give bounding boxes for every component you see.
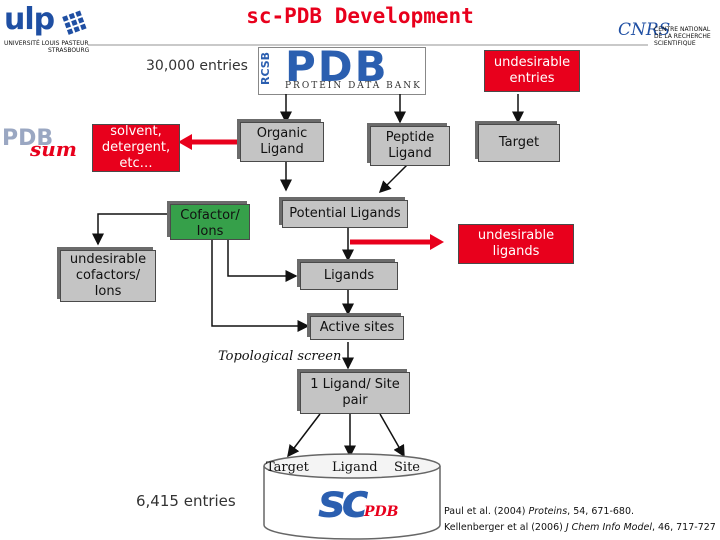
reference-2-rest: , 46, 717-727 — [651, 522, 716, 533]
reference-1-authors: Paul et al. (2004) — [444, 506, 529, 517]
peptide-ligand-box: Peptide Ligand — [370, 126, 450, 166]
cofactor-to-active-sites-line — [211, 240, 310, 332]
scpdb-logo-pdb: PDB — [364, 504, 399, 520]
solvent-box: solvent, detergent, etc… — [92, 124, 180, 172]
db-ligand-label: Ligand — [332, 460, 378, 475]
pdb-logo: RCSB PDB PROTEIN DATA BANK — [258, 42, 426, 95]
cnrs-logo: CNRS CENTRE NATIONAL DE LA RECHERCHE SCI… — [618, 18, 718, 58]
reference-1-rest: , 54, 671-680. — [567, 506, 635, 517]
db-site-label: Site — [394, 460, 420, 475]
pair-to-target-line — [287, 413, 321, 458]
pair-to-site-line — [379, 413, 405, 458]
undesirable-entries-box: undesirable entries — [484, 50, 580, 92]
ulp-logo-grid-icon — [62, 10, 87, 35]
db-target-label: Target — [266, 460, 309, 475]
reference-2-journal: J Chem Info Model — [565, 522, 652, 533]
undesirable-cofactors-box: undesirable cofactors/ Ions — [60, 250, 156, 302]
ulp-logo-line2: STRASBOURG — [48, 47, 90, 54]
ligand-site-pair-box: 1 Ligand/ Site pair — [300, 372, 410, 414]
reference-2-authors: Kellenberger et al (2006) — [444, 522, 566, 533]
pdbsum-logo-pdb: PDB — [2, 126, 54, 151]
ulp-logo: ulp UNIVERSITÉ LOUIS PASTEUR STRASBOURG — [4, 2, 90, 54]
page-title: sc-PDB Development — [246, 4, 474, 28]
pdb-logo-subtitle: PROTEIN DATA BANK — [285, 81, 422, 91]
cnrs-logo-line2: DE LA RECHERCHE — [654, 33, 711, 40]
topological-screen-label: Topological screen — [218, 349, 342, 364]
entries-6415-label: 6,415 entries — [136, 492, 236, 510]
cnrs-logo-line3: SCIENTIFIQUE — [654, 40, 696, 47]
organic-ligand-box: Organic Ligand — [240, 122, 324, 162]
ligands-box: Ligands — [300, 262, 398, 290]
database-cylinder — [263, 453, 441, 540]
scpdb-logo-sc: sc — [318, 474, 369, 528]
scpdb-logo: sc PDB — [318, 474, 399, 534]
active-sites-box: Active sites — [310, 316, 404, 340]
cnrs-logo-line1: CENTRE NATIONAL — [654, 26, 711, 33]
entries-30000-label: 30,000 entries — [146, 58, 248, 74]
ulp-logo-text: ulp — [4, 2, 55, 37]
pdb-logo-main-text: PDB — [285, 42, 389, 91]
cnrs-logo-text: CNRS — [618, 20, 671, 40]
reference-1: Paul et al. (2004) Proteins, 54, 671-680… — [444, 506, 634, 517]
reference-2: Kellenberger et al (2006) J Chem Info Mo… — [444, 522, 716, 533]
pdbsum-logo-sum: sum — [30, 137, 77, 161]
cofactor-to-ligands-line — [227, 240, 298, 282]
pdbsum-logo: PDB sum — [2, 126, 82, 161]
cofactor-to-undesirable-line — [92, 213, 170, 246]
potential-ligands-box: Potential Ligands — [282, 200, 408, 228]
target-box: Target — [478, 124, 560, 162]
peptide-to-potential-line — [378, 163, 409, 194]
reference-1-journal: Proteins — [528, 506, 568, 517]
ulp-logo-line1: UNIVERSITÉ LOUIS PASTEUR — [4, 40, 89, 47]
title-divider — [88, 44, 648, 46]
cofactor-box: Cofactor/ Ions — [170, 204, 250, 240]
undesirable-ligands-box: undesirable ligands — [458, 224, 574, 264]
